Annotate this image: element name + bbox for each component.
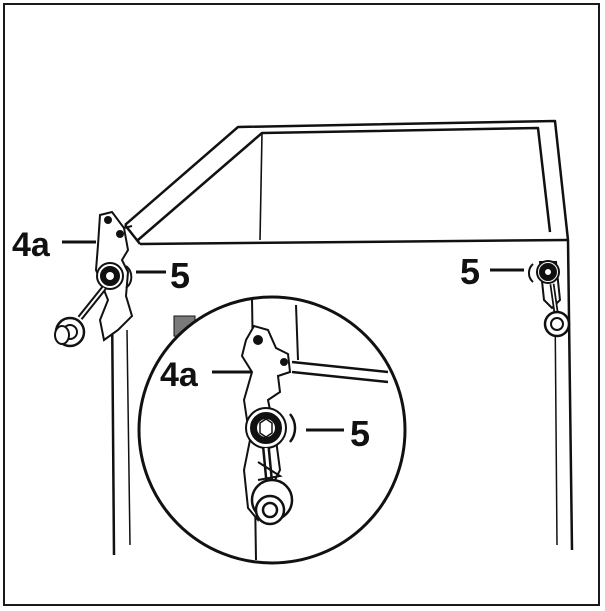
detail-view [137, 295, 407, 565]
right-bolt-assembly [527, 260, 571, 338]
leader-lines [62, 240, 524, 432]
callout-5-right: 5 [460, 251, 480, 292]
cabinet-top [124, 119, 570, 246]
callout-5-detail: 5 [350, 413, 370, 454]
callout-4a-left: 4a [12, 226, 51, 264]
cabinet-sides [110, 239, 574, 556]
callout-4a-detail: 4a [160, 356, 199, 394]
left-bolt-assembly [54, 262, 133, 348]
callout-5-left: 5 [170, 255, 190, 296]
detail-knob [250, 478, 294, 526]
